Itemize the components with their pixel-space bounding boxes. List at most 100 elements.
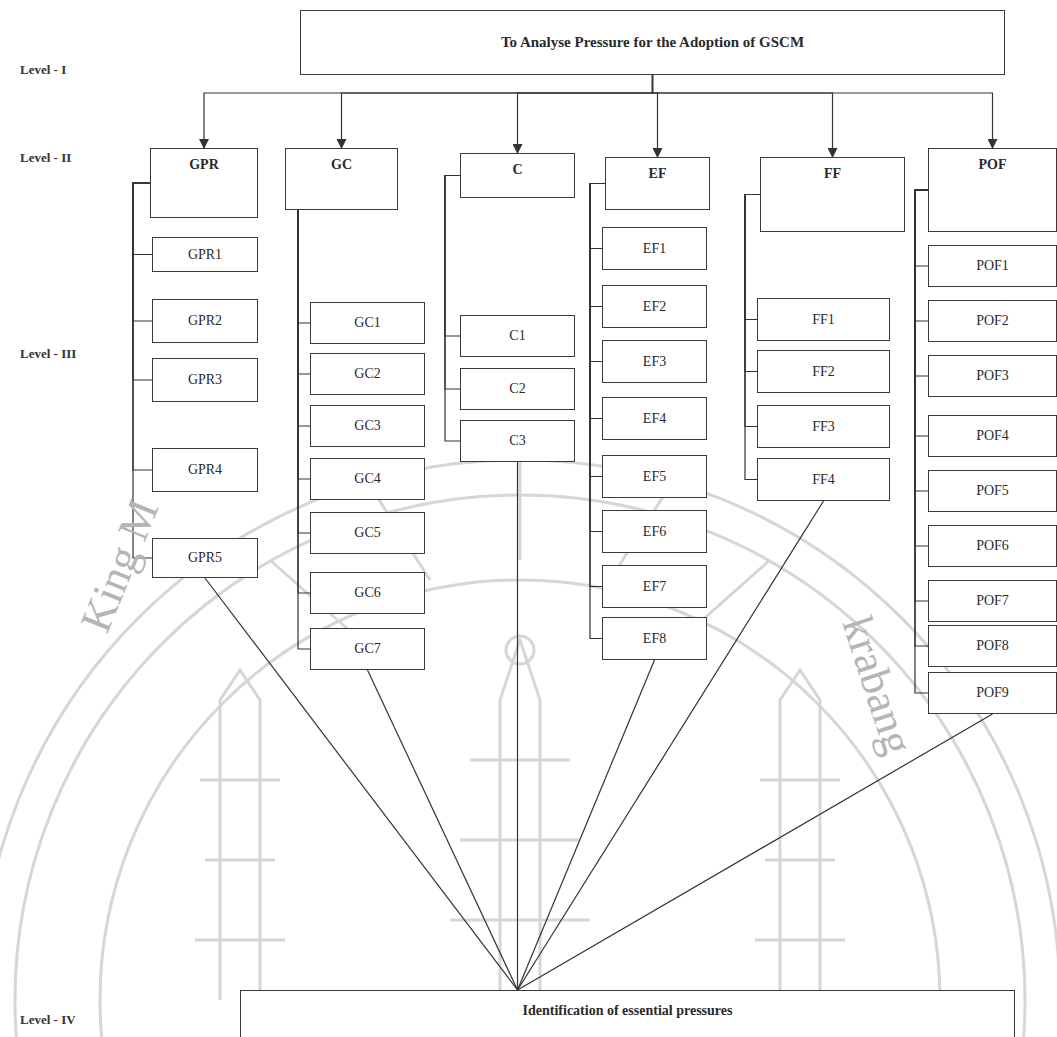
converging-line bbox=[518, 660, 655, 990]
converging-line bbox=[205, 578, 518, 990]
bracket-line bbox=[590, 184, 605, 362]
pressure-box: FF1 bbox=[757, 298, 890, 341]
box-text: C3 bbox=[509, 433, 525, 449]
bracket-line bbox=[915, 190, 928, 266]
arrow-connector bbox=[653, 75, 658, 157]
converging-line bbox=[368, 670, 518, 990]
converging-line bbox=[518, 501, 824, 990]
box-text: POF2 bbox=[976, 313, 1009, 329]
box-text: EF3 bbox=[643, 354, 666, 370]
category-box: C bbox=[460, 153, 575, 198]
bracket-line bbox=[915, 190, 928, 376]
box-text: GC5 bbox=[354, 525, 380, 541]
pressure-box: GPR1 bbox=[152, 237, 258, 272]
bracket-line bbox=[445, 176, 460, 442]
pressure-box: GC6 bbox=[310, 572, 425, 614]
category-box: POF bbox=[928, 148, 1057, 232]
converging-line bbox=[518, 714, 993, 990]
level-label: Level - III bbox=[20, 346, 76, 362]
pressure-box: POF3 bbox=[928, 355, 1057, 397]
box-text: GC1 bbox=[354, 315, 380, 331]
pressure-box: EF3 bbox=[602, 340, 707, 383]
bracket-line bbox=[915, 190, 928, 491]
box-text: GPR3 bbox=[188, 372, 222, 388]
box-text: To Analyse Pressure for the Adoption of … bbox=[501, 34, 804, 51]
pressure-box: C1 bbox=[460, 315, 575, 357]
box-text: EF1 bbox=[643, 241, 666, 257]
pressure-box: POF2 bbox=[928, 300, 1057, 342]
pressure-box: POF1 bbox=[928, 245, 1057, 287]
pressure-box: GC4 bbox=[310, 458, 425, 500]
pressure-box: GPR3 bbox=[152, 358, 258, 402]
pressure-box: C2 bbox=[460, 368, 575, 410]
category-box: GPR bbox=[150, 148, 258, 218]
pressure-box: GPR2 bbox=[152, 299, 258, 343]
pressure-box: POF7 bbox=[928, 580, 1057, 622]
box-text: C1 bbox=[509, 328, 525, 344]
arrow-connector bbox=[653, 75, 993, 148]
bracket-line bbox=[298, 210, 310, 533]
bracket-line bbox=[915, 190, 928, 646]
box-text: POF6 bbox=[976, 538, 1009, 554]
pressure-box: GC1 bbox=[310, 302, 425, 344]
category-box: FF bbox=[760, 157, 905, 232]
box-text: C2 bbox=[509, 381, 525, 397]
box-text: GC6 bbox=[354, 585, 380, 601]
pressure-box: POF4 bbox=[928, 415, 1057, 457]
pressure-box: EF2 bbox=[602, 285, 707, 328]
pressure-box: EF4 bbox=[602, 397, 707, 440]
category-box: GC bbox=[285, 148, 398, 210]
pressure-box: EF1 bbox=[602, 227, 707, 270]
level-label: Level - II bbox=[20, 150, 71, 166]
box-text: GC7 bbox=[354, 641, 380, 657]
bracket-line bbox=[298, 210, 310, 374]
pressure-box: EF5 bbox=[602, 455, 707, 498]
bracket-line bbox=[298, 210, 310, 426]
result-box: Identification of essential pressures bbox=[240, 990, 1015, 1037]
box-text: POF7 bbox=[976, 593, 1009, 609]
level-label: Level - IV bbox=[20, 1012, 76, 1028]
bracket-line bbox=[745, 195, 760, 372]
box-text: POF9 bbox=[976, 685, 1009, 701]
goal-box: To Analyse Pressure for the Adoption of … bbox=[300, 10, 1005, 75]
box-text: GC2 bbox=[354, 366, 380, 382]
arrow-connector bbox=[518, 75, 653, 153]
converging-line bbox=[517, 462, 518, 990]
box-text: EF2 bbox=[643, 299, 666, 315]
box-text: FF1 bbox=[812, 312, 835, 328]
arrow-connector bbox=[653, 75, 833, 157]
bracket-line bbox=[915, 190, 928, 601]
watermark-text: krabang bbox=[831, 610, 923, 761]
bracket-line bbox=[298, 210, 310, 479]
box-text: EF6 bbox=[643, 524, 666, 540]
pressure-box: POF9 bbox=[928, 672, 1057, 714]
bracket-line bbox=[445, 176, 460, 337]
box-text: FF3 bbox=[812, 419, 835, 435]
bracket-line bbox=[915, 190, 928, 693]
pressure-box: GC5 bbox=[310, 512, 425, 554]
box-text: EF5 bbox=[643, 469, 666, 485]
pressure-box: GC3 bbox=[310, 405, 425, 447]
box-text: FF4 bbox=[812, 472, 835, 488]
box-text: GPR bbox=[189, 157, 219, 173]
pressure-box: EF6 bbox=[602, 510, 707, 553]
box-text: POF3 bbox=[976, 368, 1009, 384]
pressure-box: GPR5 bbox=[152, 538, 258, 578]
pressure-box: C3 bbox=[460, 420, 575, 462]
arrow-connector bbox=[204, 75, 653, 148]
box-text: POF1 bbox=[976, 258, 1009, 274]
box-text: EF7 bbox=[643, 579, 666, 595]
pressure-box: GC2 bbox=[310, 353, 425, 395]
pressure-box: FF3 bbox=[757, 405, 890, 448]
box-text: GC bbox=[331, 157, 352, 173]
box-text: EF4 bbox=[643, 411, 666, 427]
pressure-box: FF2 bbox=[757, 350, 890, 393]
pressure-box: POF5 bbox=[928, 470, 1057, 512]
box-text: GPR4 bbox=[188, 462, 222, 478]
level-label: Level - I bbox=[20, 62, 66, 78]
pressure-box: POF8 bbox=[928, 625, 1057, 667]
pressure-box: POF6 bbox=[928, 525, 1057, 567]
box-text: POF bbox=[979, 157, 1007, 173]
pressure-box: EF8 bbox=[602, 617, 707, 660]
watermark-drawing bbox=[0, 420, 1057, 1037]
